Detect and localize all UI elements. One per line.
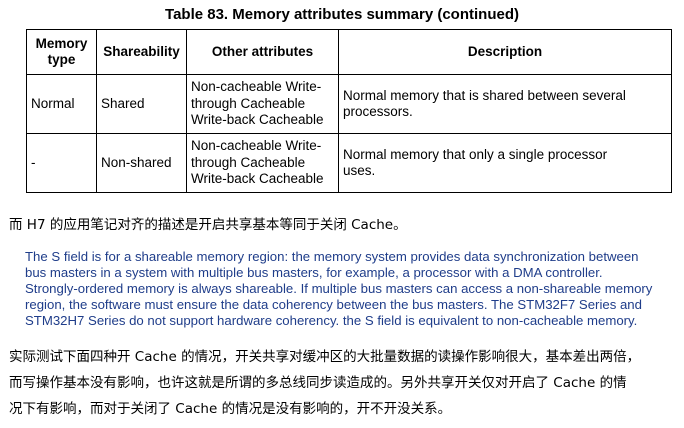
paragraph-line: 实际测试下面四种开 Cache 的情况，开关共享对缓冲区的大批量数据的读操作影响…	[9, 349, 641, 365]
header-shareability: Shareability	[96, 29, 187, 75]
cell-line: uses.	[343, 163, 376, 178]
paragraph-line: 而写操作基本没有影响，也许这就是所谓的多总线同步读造成的。另外共享开关仅对开启了…	[9, 375, 627, 391]
quote-line: Strongly-ordered memory is always sharea…	[25, 281, 653, 296]
cell-shareability: Non-shared	[96, 133, 187, 193]
cell-memory-type: -	[26, 133, 97, 193]
quoted-english-paragraph: The S field is for a shareable memory re…	[25, 249, 665, 329]
cell-description: Normal memory that is shared between sev…	[338, 74, 672, 134]
cell-line: Non-cacheable Write-	[191, 79, 322, 95]
cell-other-attributes: Non-cacheable Write- through Cacheable W…	[186, 74, 339, 134]
cell-line: Write-back Cacheable	[191, 112, 324, 128]
cell-description: Normal memory that only a single process…	[338, 133, 672, 193]
cell-shareability: Shared	[96, 74, 187, 134]
cell-line: Normal memory that is shared between sev…	[343, 87, 626, 103]
cell-line: Non-cacheable Write-	[191, 138, 322, 154]
quote-line: The S field is for a shareable memory re…	[25, 249, 639, 264]
header-description: Description	[338, 29, 672, 75]
quote-line: region, the software must ensure the dat…	[25, 297, 642, 312]
table-row: - Non-shared Non-cacheable Write- throug…	[26, 133, 672, 193]
cell-line: processors.	[343, 104, 413, 119]
quote-line: bus masters in a system with multiple bu…	[25, 265, 603, 280]
cell-line: through Cacheable	[191, 154, 306, 170]
table-title: Table 83. Memory attributes summary (con…	[165, 6, 519, 23]
cell-line: Write-back Cacheable	[191, 171, 324, 187]
paragraph-intro: 而 H7 的应用笔记对齐的描述是开启共享基本等同于关闭 Cache。	[9, 217, 407, 233]
quote-line: STM32H7 Series do not support hardware c…	[25, 313, 638, 328]
cell-line: Normal memory that only a single process…	[343, 146, 608, 162]
header-other-attributes: Other attributes	[186, 29, 339, 75]
cell-memory-type: Normal	[26, 74, 97, 134]
table-row: Normal Shared Non-cacheable Write- throu…	[26, 74, 672, 134]
cell-other-attributes: Non-cacheable Write- through Cacheable W…	[186, 133, 339, 193]
paragraph-line: 况下有影响，而对于关闭了 Cache 的情况是没有影响的，开不开没关系。	[9, 401, 452, 417]
paragraph-test-results: 实际测试下面四种开 Cache 的情况，开关共享对缓冲区的大批量数据的读操作影响…	[9, 344, 640, 422]
cell-line: through Cacheable	[191, 95, 306, 111]
